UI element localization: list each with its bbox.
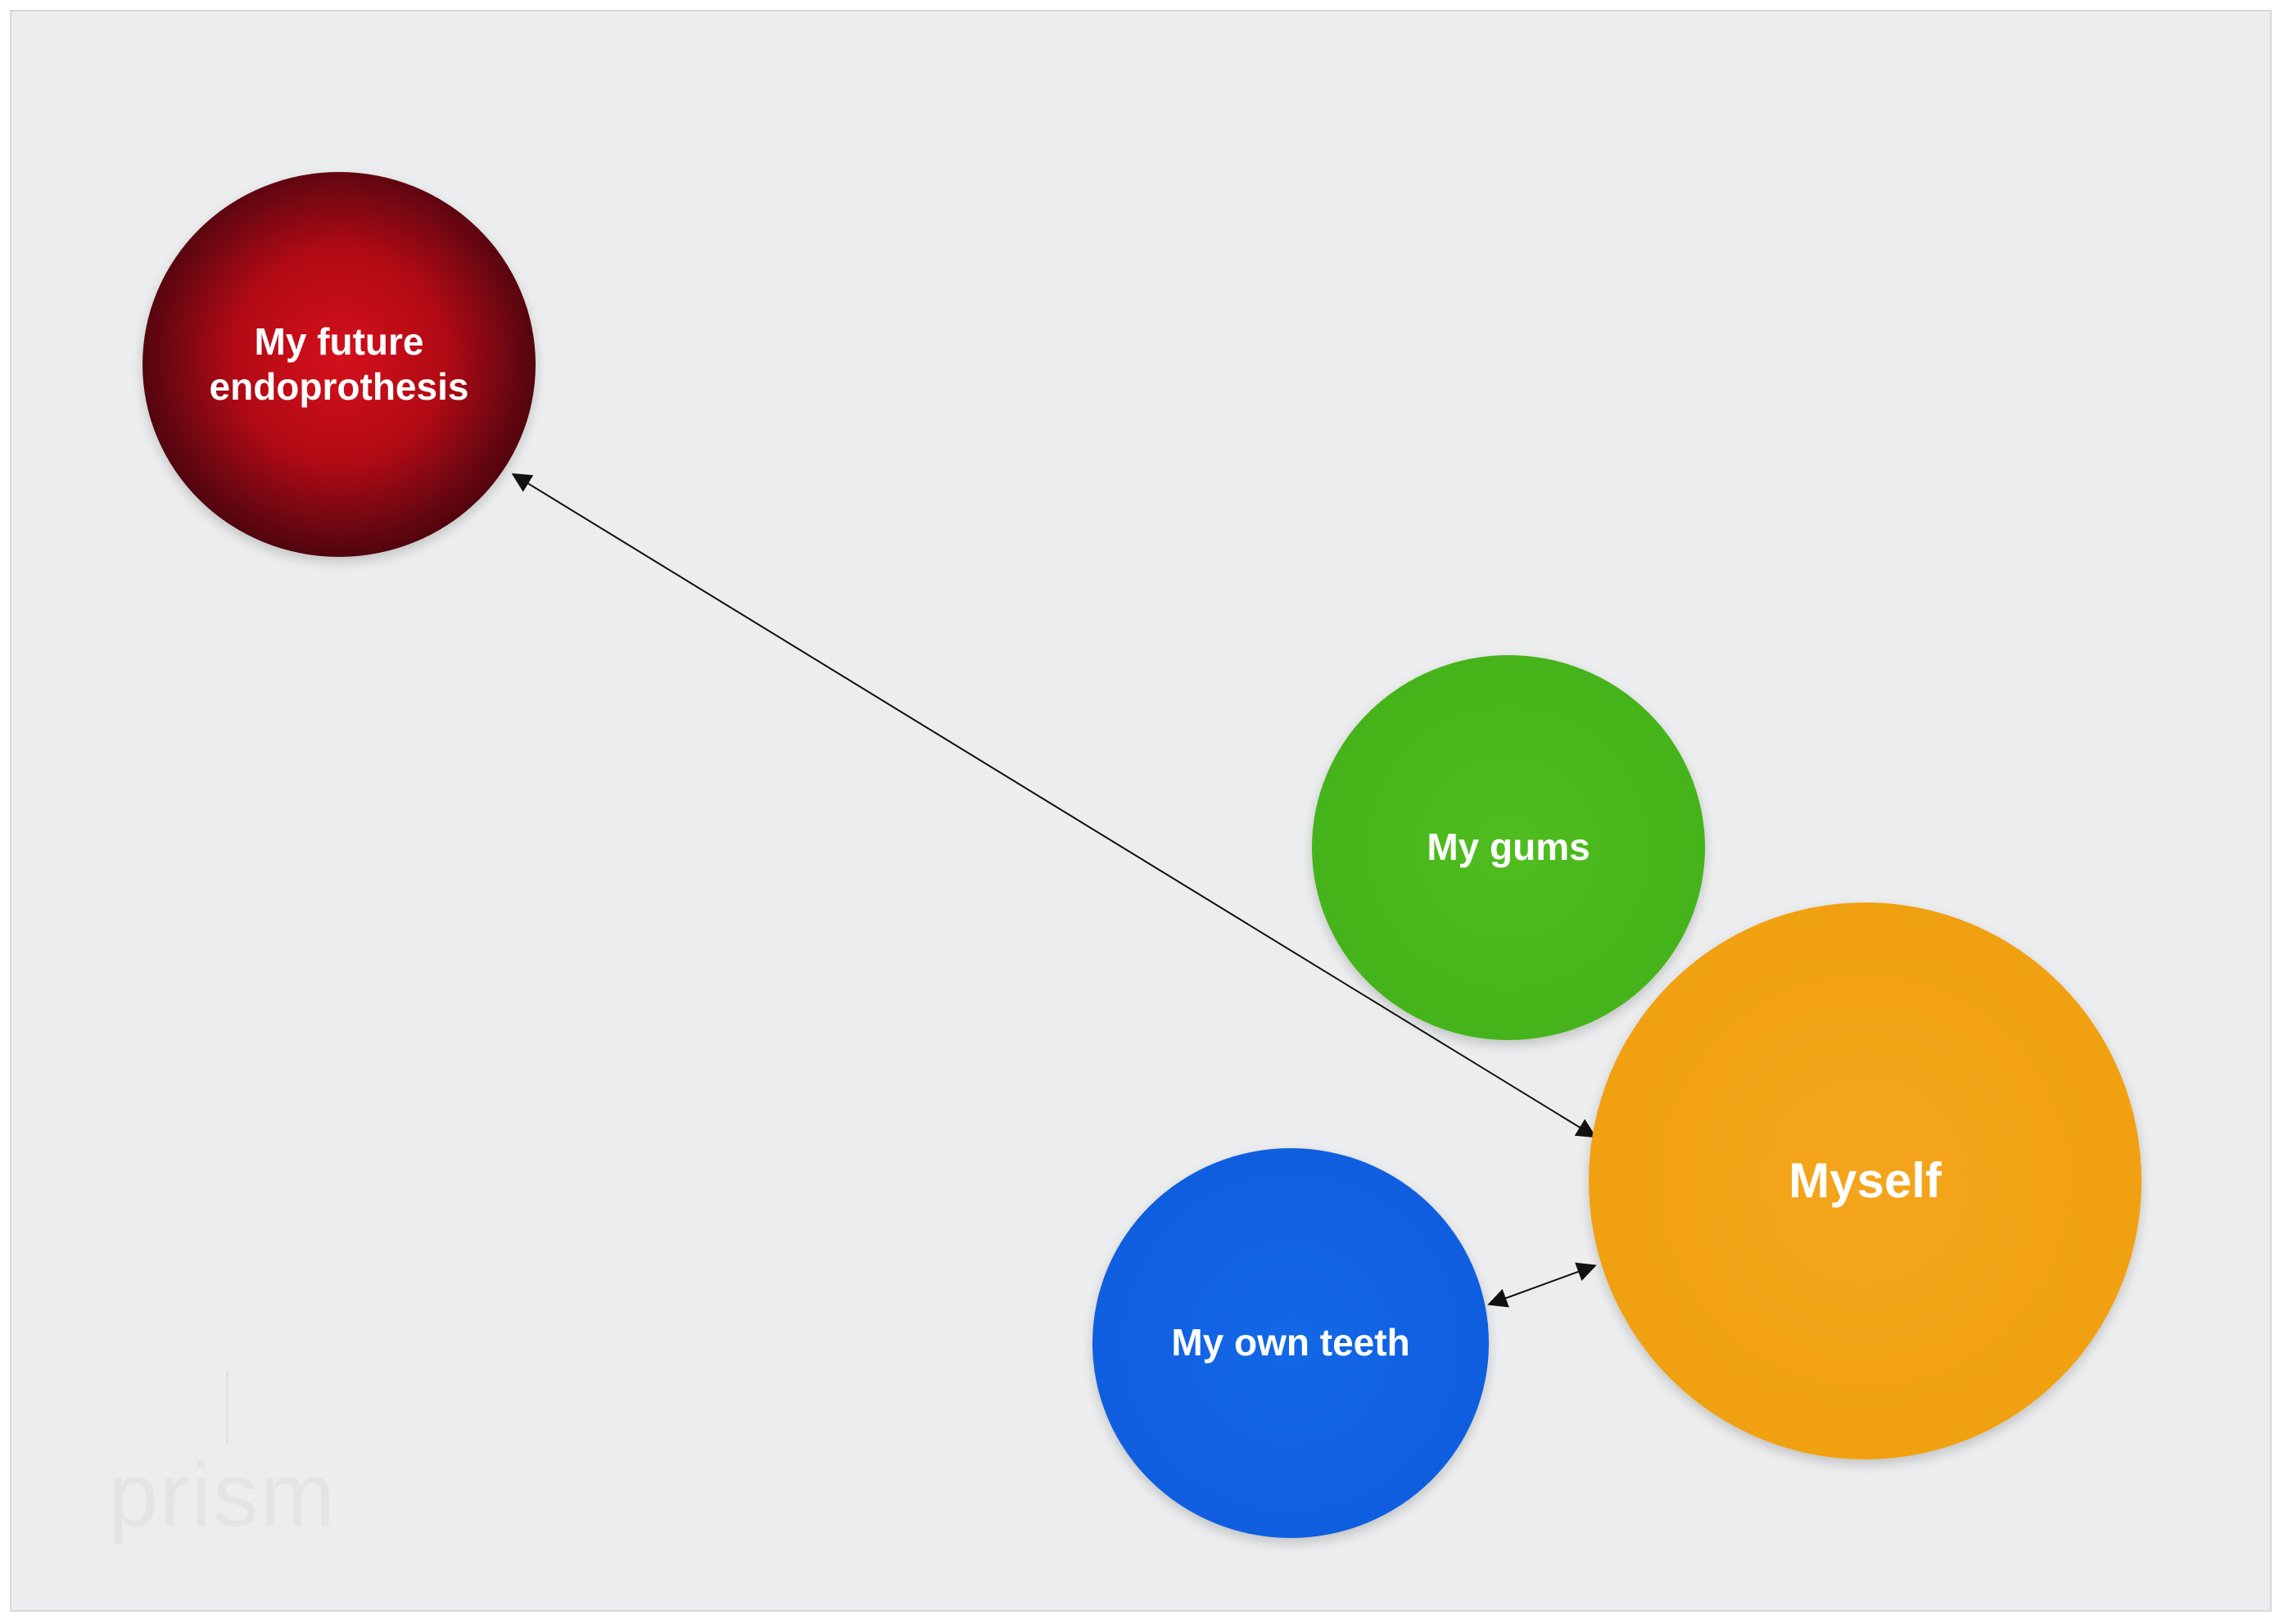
watermark-line	[226, 1371, 228, 1445]
node-label: My gums	[1427, 826, 1590, 869]
node-own-teeth: My own teeth	[1092, 1148, 1489, 1538]
watermark: prism	[108, 1445, 337, 1545]
node-label: Myself	[1789, 1153, 1942, 1208]
node-myself: Myself	[1589, 902, 2142, 1459]
node-gums: My gums	[1312, 655, 1705, 1040]
node-label: My own teeth	[1171, 1321, 1410, 1364]
node-label: My future endoprothesis	[209, 319, 469, 408]
node-future-endoprothesis: My future endoprothesis	[142, 172, 536, 557]
